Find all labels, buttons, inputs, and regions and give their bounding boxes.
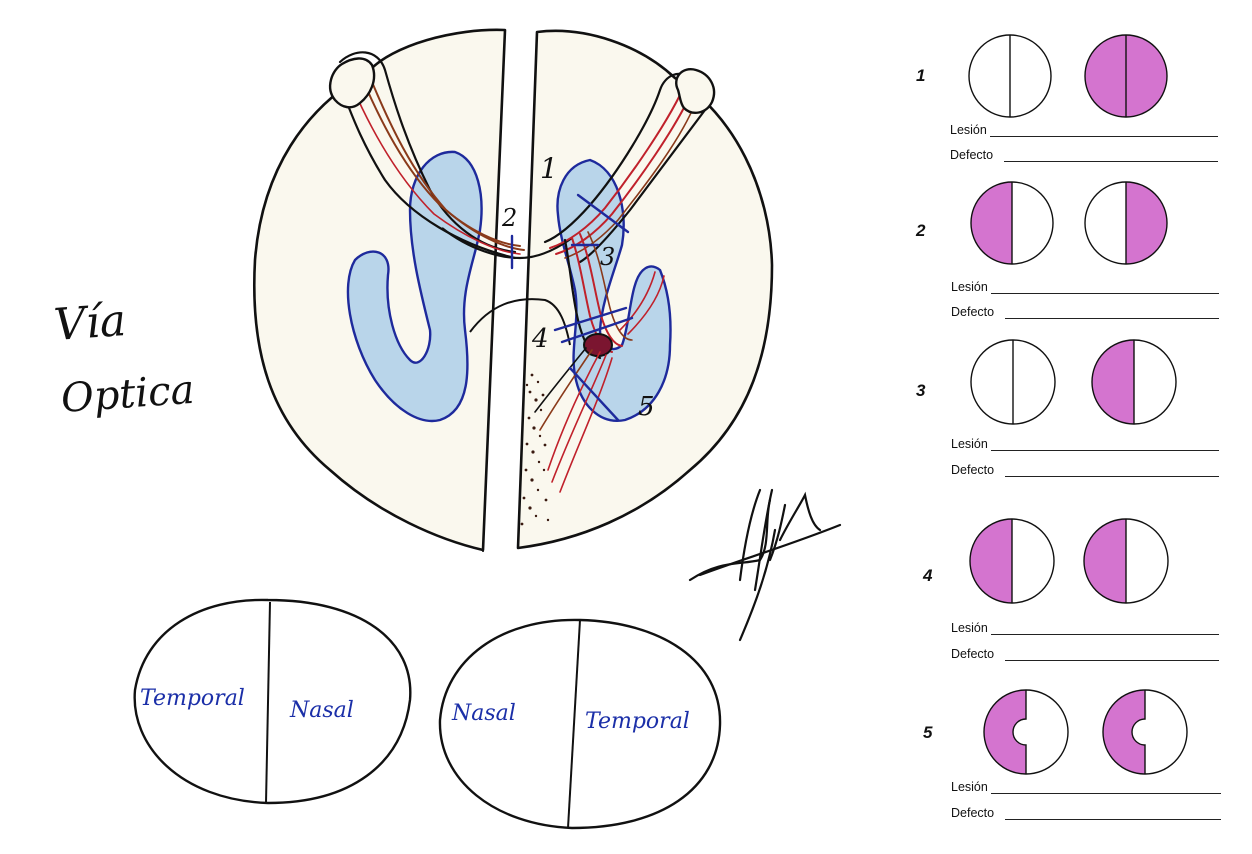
lesion-answer-line-4[interactable]	[991, 634, 1219, 635]
left-field-divider	[266, 602, 270, 803]
worksheet-number-5: 5	[923, 723, 932, 743]
defect-label-5: Defecto	[951, 806, 994, 820]
defect-label-4: Defecto	[951, 647, 994, 661]
lesion-answer-line-1[interactable]	[990, 136, 1218, 137]
left-field-nasal-label: Nasal	[289, 698, 354, 723]
defect-label-3: Defecto	[951, 463, 994, 477]
defect-pair-1	[969, 35, 1167, 117]
lesion-marker-5: 5	[638, 392, 655, 422]
lesion-answer-line-5[interactable]	[991, 793, 1221, 794]
brain-section	[254, 30, 772, 552]
defect-answer-line-1[interactable]	[1004, 161, 1218, 162]
defect-answer-line-2[interactable]	[1005, 318, 1219, 319]
title-line-2: Optica	[59, 367, 195, 422]
lesion-marker-3: 3	[600, 243, 615, 271]
defect-pair-2	[971, 182, 1167, 264]
lesion-label-2: Lesión	[951, 280, 988, 294]
defect-label-2: Defecto	[951, 305, 994, 319]
lesion-marker-1: 1	[540, 152, 558, 185]
defect-pair-3	[971, 340, 1176, 424]
right-field-nasal-label: Nasal	[451, 701, 516, 726]
title-line-1: Vía	[52, 295, 127, 351]
lesion-answer-line-2[interactable]	[991, 293, 1219, 294]
lesion-answer-line-3[interactable]	[991, 450, 1219, 451]
left-field-temporal-label: Temporal	[140, 686, 245, 711]
worksheet-number-1: 1	[916, 66, 925, 86]
defect-answer-line-3[interactable]	[1005, 476, 1219, 477]
lesion-label-5: Lesión	[951, 780, 988, 794]
lesion-marker-4: 4	[531, 324, 549, 354]
worksheet-number-4: 4	[923, 566, 932, 586]
worksheet-number-2: 2	[916, 221, 925, 241]
signature	[690, 490, 840, 640]
right-field-temporal-label: Temporal	[585, 709, 690, 734]
right-eye-bulb	[676, 69, 714, 113]
right-field-divider	[568, 620, 580, 828]
lesion-label-3: Lesión	[951, 437, 988, 451]
lesion-label-1: Lesión	[950, 123, 987, 137]
worksheet-number-3: 3	[916, 381, 925, 401]
defect-label-1: Defecto	[950, 148, 993, 162]
defect-pair-4	[970, 519, 1168, 603]
worksheet-circles	[969, 35, 1187, 774]
lesion-label-4: Lesión	[951, 621, 988, 635]
defect-answer-line-4[interactable]	[1005, 660, 1219, 661]
lesion-marker-2: 2	[501, 204, 517, 232]
lateral-geniculate-body	[584, 334, 612, 356]
defect-pair-5	[984, 690, 1187, 774]
defect-answer-line-5[interactable]	[1005, 819, 1221, 820]
